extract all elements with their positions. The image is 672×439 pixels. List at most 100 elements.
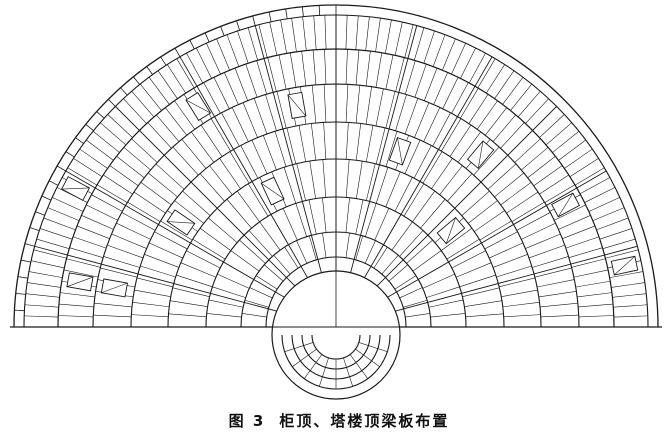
radial-beam bbox=[111, 233, 147, 249]
radial-beam bbox=[596, 217, 629, 231]
radial-beam bbox=[451, 82, 469, 114]
slab-opening bbox=[166, 209, 196, 236]
main-radial-beam bbox=[179, 56, 313, 286]
perimeter-tick bbox=[48, 180, 59, 186]
radial-beam bbox=[345, 197, 350, 233]
radial-beam bbox=[199, 173, 225, 202]
radial-beam bbox=[226, 199, 252, 229]
figure-title: 柜顶、塔楼顶梁板布置 bbox=[279, 412, 450, 430]
ring-beam-4 bbox=[167, 158, 505, 328]
radial-beam bbox=[502, 301, 540, 308]
radial-beam bbox=[403, 299, 428, 308]
radial-beam bbox=[251, 139, 268, 174]
radial-beam bbox=[356, 161, 363, 199]
perimeter-tick bbox=[285, 8, 288, 19]
perimeter-tick bbox=[189, 39, 195, 50]
central-tower-circle bbox=[271, 270, 401, 400]
radial-beam bbox=[27, 282, 61, 288]
radial-beam bbox=[199, 228, 232, 251]
radial-beam bbox=[345, 122, 349, 160]
radial-beam bbox=[33, 249, 67, 259]
perimeter-tick bbox=[24, 243, 35, 247]
radial-beam bbox=[588, 197, 620, 212]
radial-beam bbox=[140, 265, 176, 278]
radial-beam bbox=[404, 139, 421, 174]
radial-beam bbox=[244, 299, 269, 308]
stair-tread bbox=[319, 357, 329, 387]
radial-beam bbox=[468, 94, 489, 124]
radial-beam bbox=[31, 260, 65, 269]
radial-beam bbox=[501, 289, 538, 298]
radial-beam bbox=[322, 197, 327, 233]
radial-beam bbox=[484, 231, 518, 250]
radial-beam bbox=[139, 83, 162, 111]
radial-beam bbox=[599, 228, 633, 240]
perimeter-tick bbox=[75, 137, 84, 144]
perimeter-tick bbox=[85, 124, 94, 131]
radial-beam bbox=[412, 190, 435, 223]
main-radial-beam bbox=[34, 245, 290, 316]
radial-beam bbox=[365, 203, 377, 237]
radial-beam bbox=[464, 300, 502, 307]
radial-beam bbox=[545, 122, 572, 146]
radial-beam bbox=[172, 287, 210, 297]
radial-beam bbox=[446, 238, 480, 260]
radial-beam bbox=[312, 49, 317, 85]
radial-beam bbox=[249, 287, 273, 299]
radial-beam bbox=[375, 167, 389, 204]
radial-beam bbox=[375, 127, 386, 164]
radial-beam bbox=[496, 265, 532, 278]
radial-beam bbox=[298, 125, 307, 162]
radial-beam bbox=[564, 148, 593, 169]
slab-opening bbox=[436, 216, 466, 245]
perimeter-tick bbox=[236, 20, 240, 31]
radial-beam bbox=[131, 91, 155, 118]
opening-diagonal bbox=[261, 182, 285, 200]
slab-opening bbox=[287, 91, 307, 119]
radial-beam bbox=[72, 236, 107, 249]
radial-beam bbox=[308, 199, 317, 235]
radial-beam bbox=[345, 84, 349, 123]
radial-beam bbox=[148, 242, 183, 259]
radial-beam bbox=[528, 244, 565, 259]
radial-beam bbox=[521, 222, 556, 240]
radial-beam bbox=[192, 238, 226, 260]
radial-beam bbox=[253, 98, 268, 135]
radial-beam bbox=[602, 238, 636, 249]
radial-beam bbox=[534, 267, 572, 278]
radial-beam bbox=[94, 302, 133, 308]
radial-beam bbox=[540, 314, 579, 318]
radial-beam bbox=[385, 131, 398, 167]
radial-beam bbox=[477, 58, 496, 89]
radial-beam bbox=[289, 52, 297, 88]
radial-beam bbox=[516, 212, 551, 231]
radial-beam bbox=[52, 197, 84, 212]
perimeter-tick bbox=[146, 66, 153, 75]
main-radial-beam bbox=[347, 25, 418, 281]
radial-beam bbox=[216, 38, 230, 71]
outer-arc bbox=[13, 4, 659, 328]
radial-beam bbox=[612, 293, 647, 298]
radial-beam bbox=[282, 208, 298, 241]
radial-beam bbox=[554, 204, 586, 221]
radial-beam bbox=[79, 148, 108, 169]
slab-openings bbox=[61, 91, 639, 298]
opening-diagonal bbox=[397, 137, 403, 166]
radial-beam bbox=[144, 254, 180, 268]
radial-beam bbox=[440, 228, 473, 251]
radial-beam bbox=[154, 231, 188, 250]
radial-beam bbox=[605, 249, 639, 259]
figure-number: 图 3 bbox=[228, 412, 266, 430]
radial-beam bbox=[575, 280, 611, 288]
radial-beam bbox=[525, 233, 561, 249]
radial-beam bbox=[485, 107, 507, 136]
perimeter-tick bbox=[318, 5, 321, 16]
radial-beam bbox=[479, 220, 512, 241]
radial-beam bbox=[391, 221, 413, 251]
radial-beam bbox=[385, 171, 401, 208]
radial-beam bbox=[565, 236, 600, 249]
radial-beam bbox=[414, 27, 425, 61]
slab-opening bbox=[100, 278, 128, 298]
radial-beam bbox=[263, 135, 277, 171]
opening-diagonal bbox=[185, 99, 211, 114]
